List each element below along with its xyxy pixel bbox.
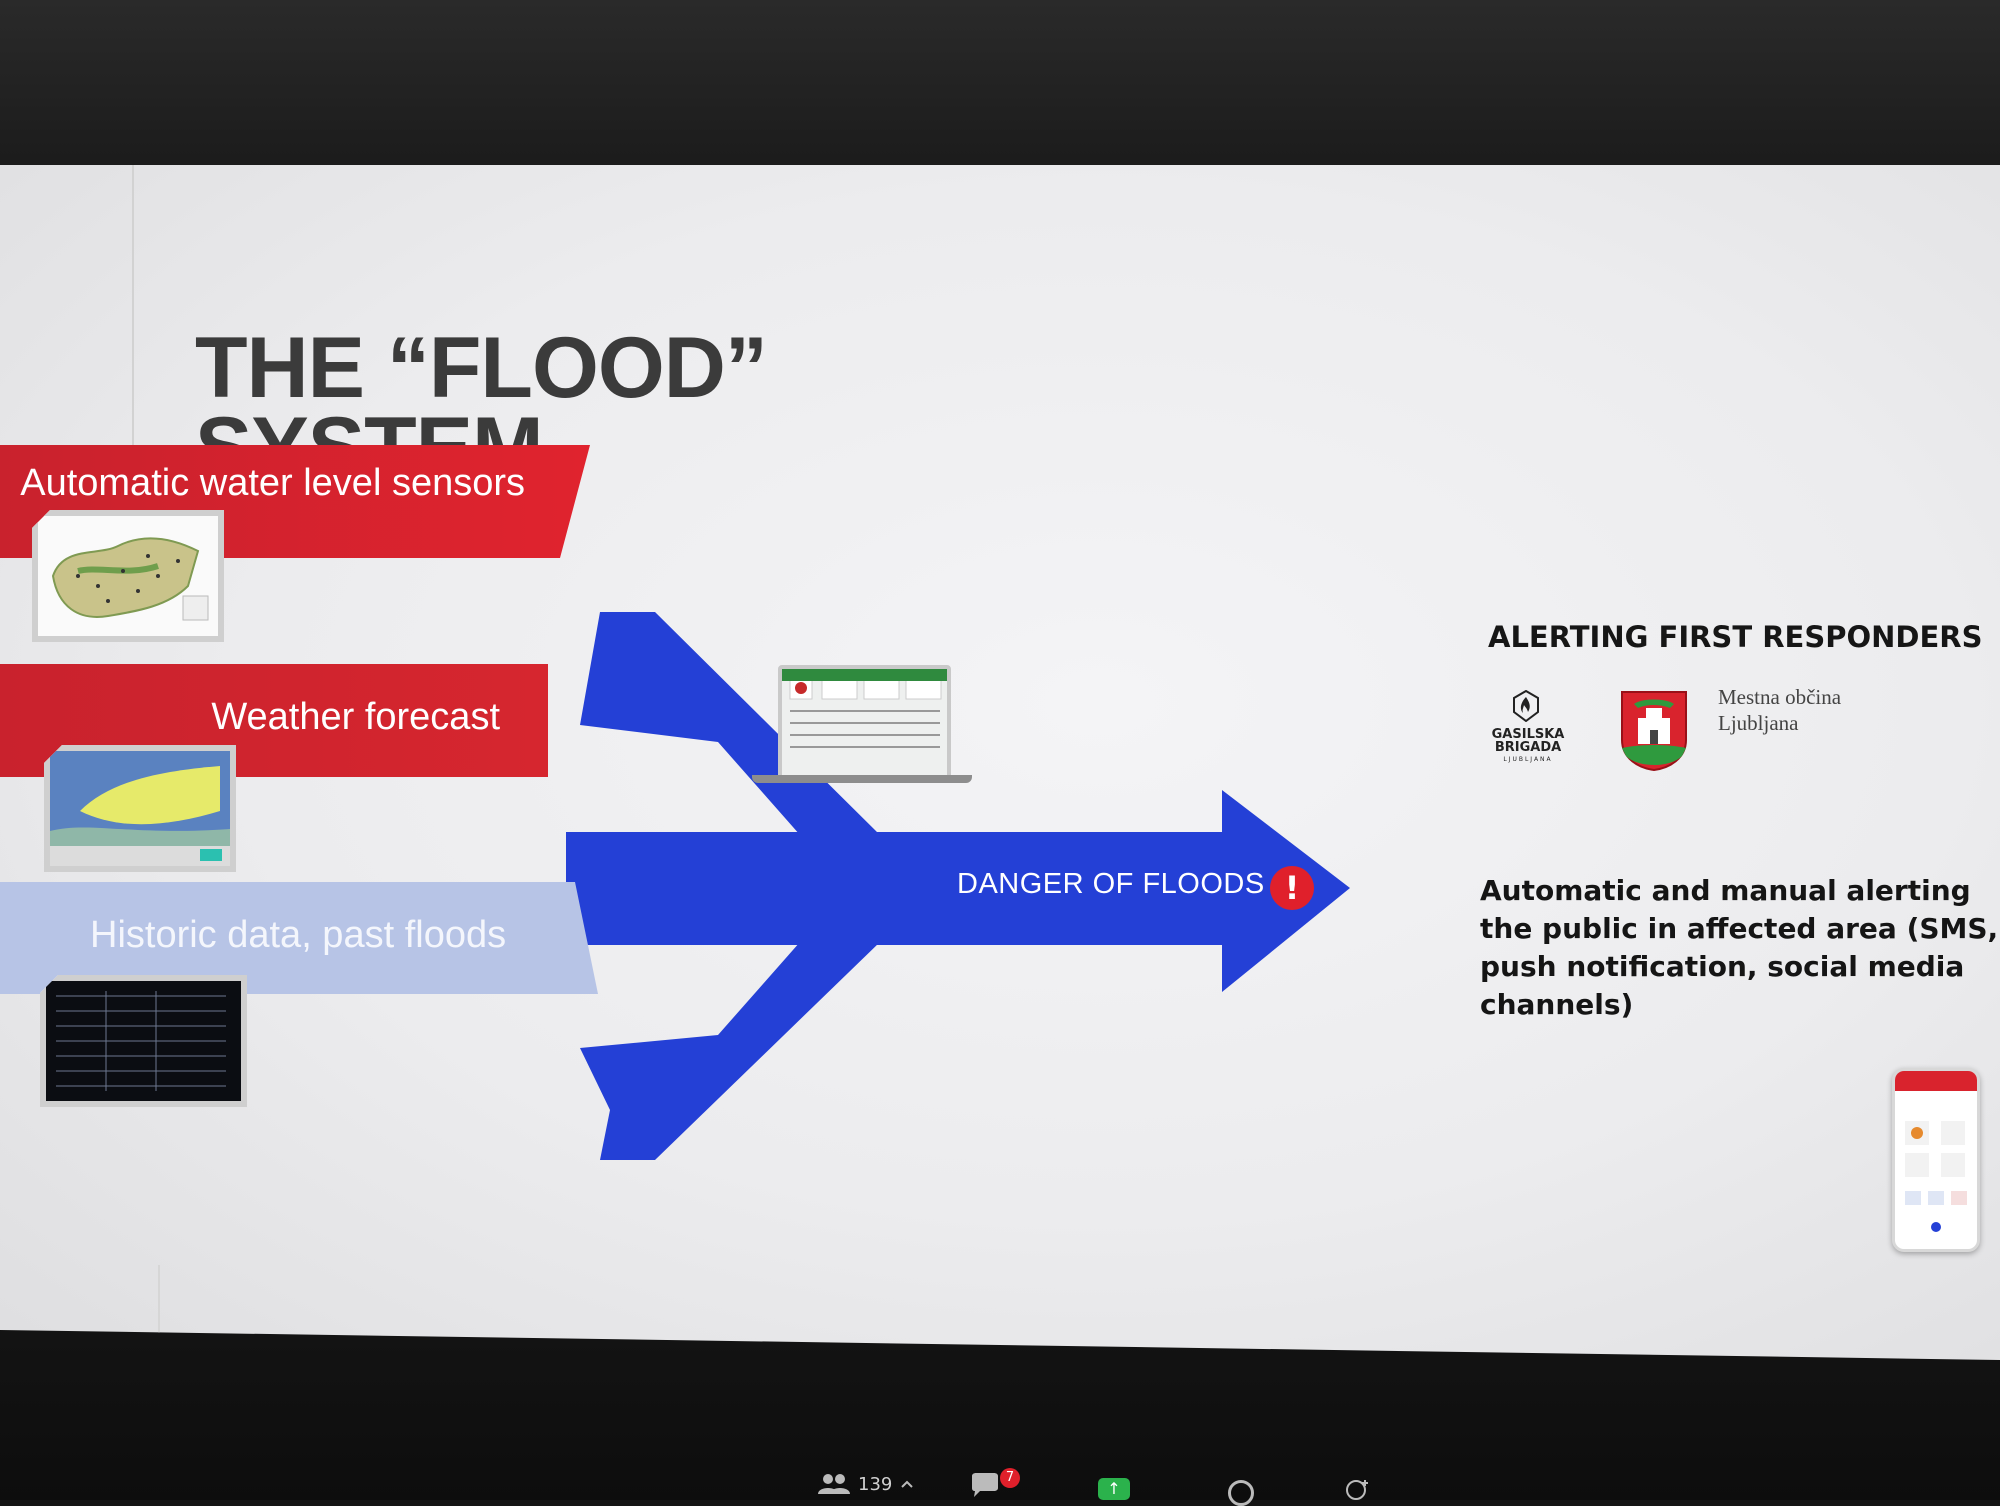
system-dashboard-laptop (778, 665, 951, 781)
weather-map-icon (50, 751, 230, 866)
dashboard-screen-icon (789, 676, 942, 748)
weather-forecast-thumbnail (44, 745, 236, 872)
exclamation-icon: ! (1270, 866, 1314, 910)
chat-unread-badge: 7 (1000, 1468, 1020, 1488)
lower-chevron-arm (580, 942, 880, 1160)
reactions-icon[interactable] (1345, 1478, 1371, 1500)
phone-app-header (1895, 1071, 1977, 1091)
gasilska-line2: BRIGADA (1494, 740, 1562, 755)
input-label-water-sensors: Automatic water level sensors (20, 462, 525, 504)
input-label-historic-data: Historic data, past floods (90, 914, 507, 956)
ljubljana-crest-logo (1621, 691, 1687, 772)
slide-divider-line-bottom (158, 1265, 160, 1355)
historic-data-thumbnail (40, 975, 247, 1107)
alerting-first-responders-heading: ALERTING FIRST RESPONDERS (1488, 620, 1983, 654)
gasilska-line1: GASILSKA (1491, 727, 1565, 742)
share-screen-icon[interactable]: ↑ (1098, 1478, 1130, 1500)
mol-line2: Ljubljana (1718, 711, 1799, 735)
danger-of-floods-label: DANGER OF FLOODS (957, 868, 1265, 900)
chat-icon[interactable] (970, 1472, 1000, 1498)
flame-icon (1513, 690, 1539, 722)
zoom-meeting-toolbar (0, 1445, 2000, 1500)
mobile-app-phone-mockup (1892, 1068, 1980, 1252)
data-table-icon (46, 981, 241, 1101)
record-icon[interactable] (1228, 1480, 1254, 1506)
participants-count: 139 (858, 1473, 893, 1495)
slide-divider-line (132, 165, 134, 535)
slide-title-line1: THE “FLOOD” (195, 320, 768, 416)
participants-icon (818, 1474, 850, 1494)
public-alerting-description: Automatic and manual alerting the public… (1480, 874, 1999, 1021)
phone-screen-icon (1905, 1121, 1967, 1232)
laptop-header-bar (782, 669, 947, 681)
input-label-weather-forecast: Weather forecast (211, 696, 500, 738)
middle-arrow-stem (566, 790, 1350, 992)
input-band-historic-data: Historic data, past floods (0, 882, 598, 994)
participants-button[interactable]: 139 (818, 1472, 914, 1496)
chevron-up-icon[interactable] (900, 1479, 914, 1489)
mol-line1: Mestna občina (1718, 685, 1842, 709)
gasilska-line3: LJUBLJANA (1503, 756, 1553, 763)
sensor-map-thumbnail (32, 510, 224, 642)
laptop-base (752, 775, 972, 783)
map-icon (51, 537, 209, 621)
